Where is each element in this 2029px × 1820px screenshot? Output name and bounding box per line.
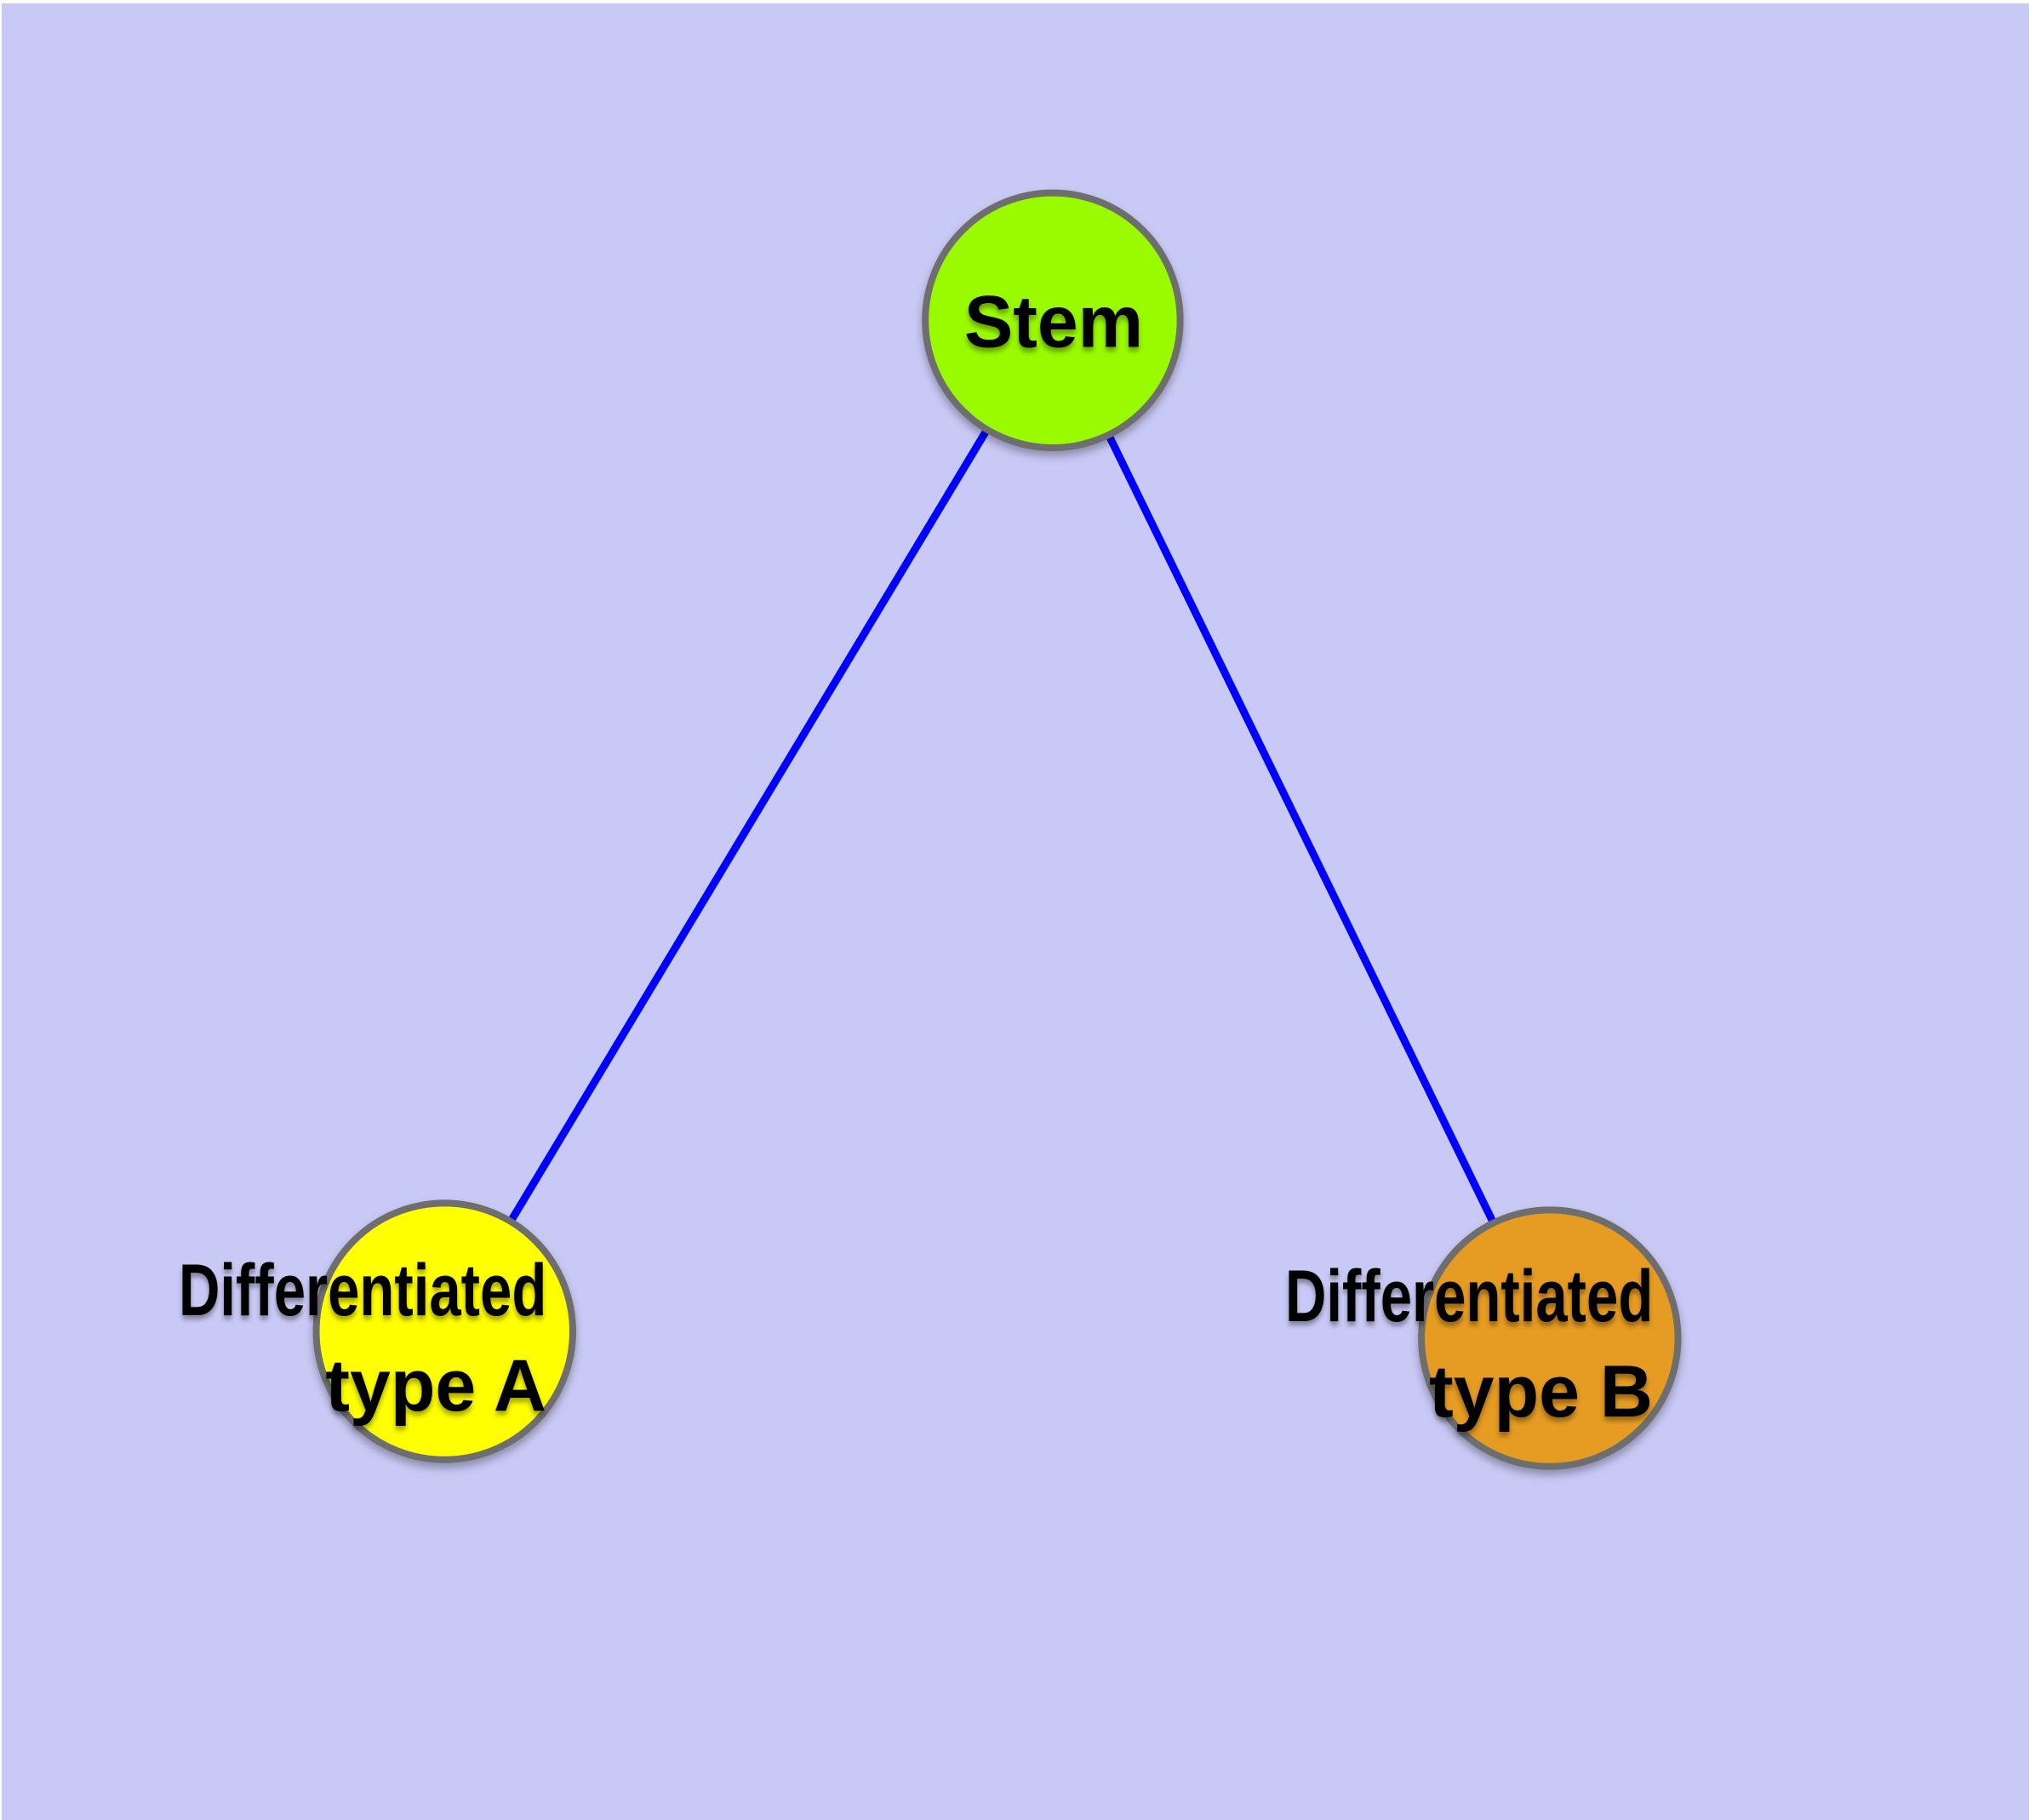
node-type-a-label-line2: type A <box>325 1345 546 1427</box>
node-stem-circle <box>922 189 1184 452</box>
node-type-b-label-line2: type B <box>1429 1351 1653 1433</box>
edge-stem-to-type-b <box>1049 318 1553 1341</box>
node-type-b-circle <box>1418 1206 1682 1470</box>
node-type-a-label-line1: Differentiated <box>178 1250 546 1331</box>
node-type-b-label-line1: Differentiated <box>1284 1256 1653 1337</box>
edge-group <box>441 318 1553 1341</box>
edge-stem-to-type-a <box>441 318 1056 1334</box>
node-type-a-label: Differentiated type A <box>75 1243 546 1434</box>
node-type-a-circle <box>312 1199 576 1463</box>
node-stem-label: Stem <box>963 281 1144 363</box>
node-type-b-label: Differentiated type B <box>1181 1249 1653 1439</box>
graph-svg <box>312 189 1682 1470</box>
node-group <box>312 189 1682 1470</box>
diagram-canvas: Stem Differentiated type A Differentiate… <box>2 3 2029 1820</box>
